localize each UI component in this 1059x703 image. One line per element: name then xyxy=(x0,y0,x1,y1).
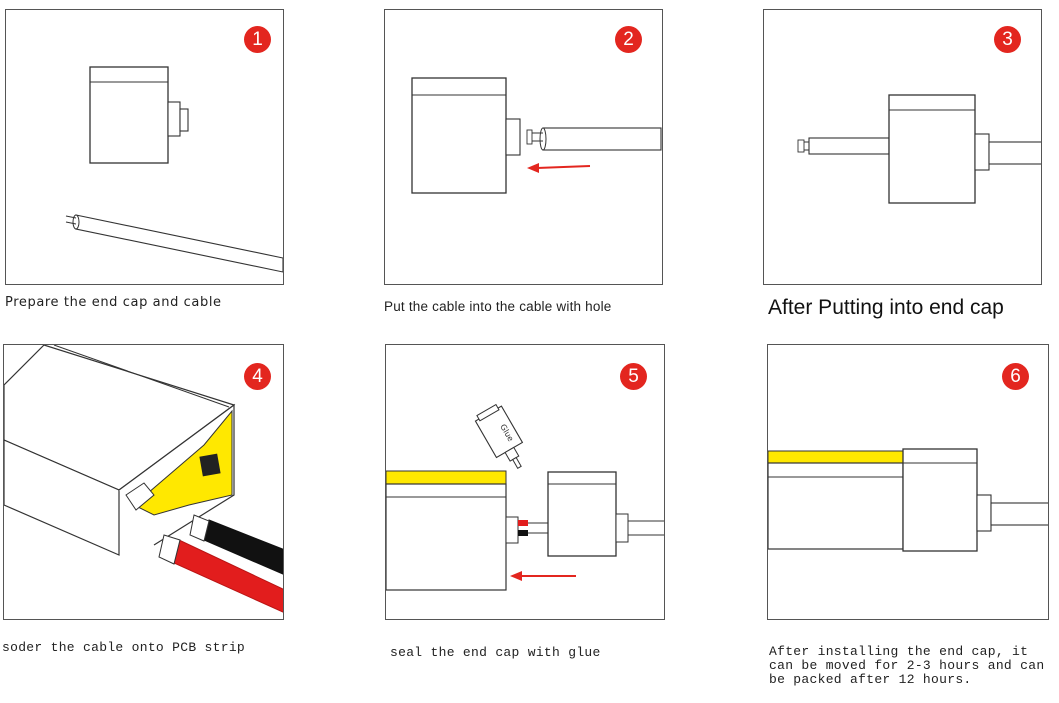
step-2-panel: 2 xyxy=(384,9,663,285)
step-4-illustration xyxy=(4,345,283,613)
step-5-caption: seal the end cap with glue xyxy=(390,645,601,660)
step-3-illustration xyxy=(797,94,1041,204)
step-5-badge: 5 xyxy=(620,363,647,390)
step-2-illustration xyxy=(411,77,662,194)
step-4-caption: soder the cable onto PCB strip xyxy=(2,640,246,655)
glue-tube xyxy=(474,403,524,469)
step-1-caption: Prepare the end cap and cable xyxy=(5,295,222,310)
step-1-panel: 1 xyxy=(5,9,284,285)
step-1-badge: 1 xyxy=(244,26,271,53)
step-6-caption: After installing the end cap, it can be … xyxy=(769,644,1045,687)
step-3-panel: 3 xyxy=(763,9,1042,285)
step-1-illustration xyxy=(65,66,283,273)
step-4-badge: 4 xyxy=(244,363,271,390)
step-2-badge: 2 xyxy=(615,26,642,53)
step-4-panel: 4 xyxy=(3,344,284,620)
direction-arrow xyxy=(536,165,591,169)
step-5-panel: Glue 5 xyxy=(385,344,665,620)
step-6-illustration xyxy=(768,448,1048,552)
led-strip-face xyxy=(133,409,233,516)
step-6-badge: 6 xyxy=(1002,363,1029,390)
step-5-illustration: Glue xyxy=(386,403,664,591)
step-3-badge: 3 xyxy=(994,26,1021,53)
step-3-caption: After Putting into end cap xyxy=(768,296,1004,319)
step-6-panel: 6 xyxy=(767,344,1049,620)
step-2-caption: Put the cable into the cable with hole xyxy=(384,299,612,314)
